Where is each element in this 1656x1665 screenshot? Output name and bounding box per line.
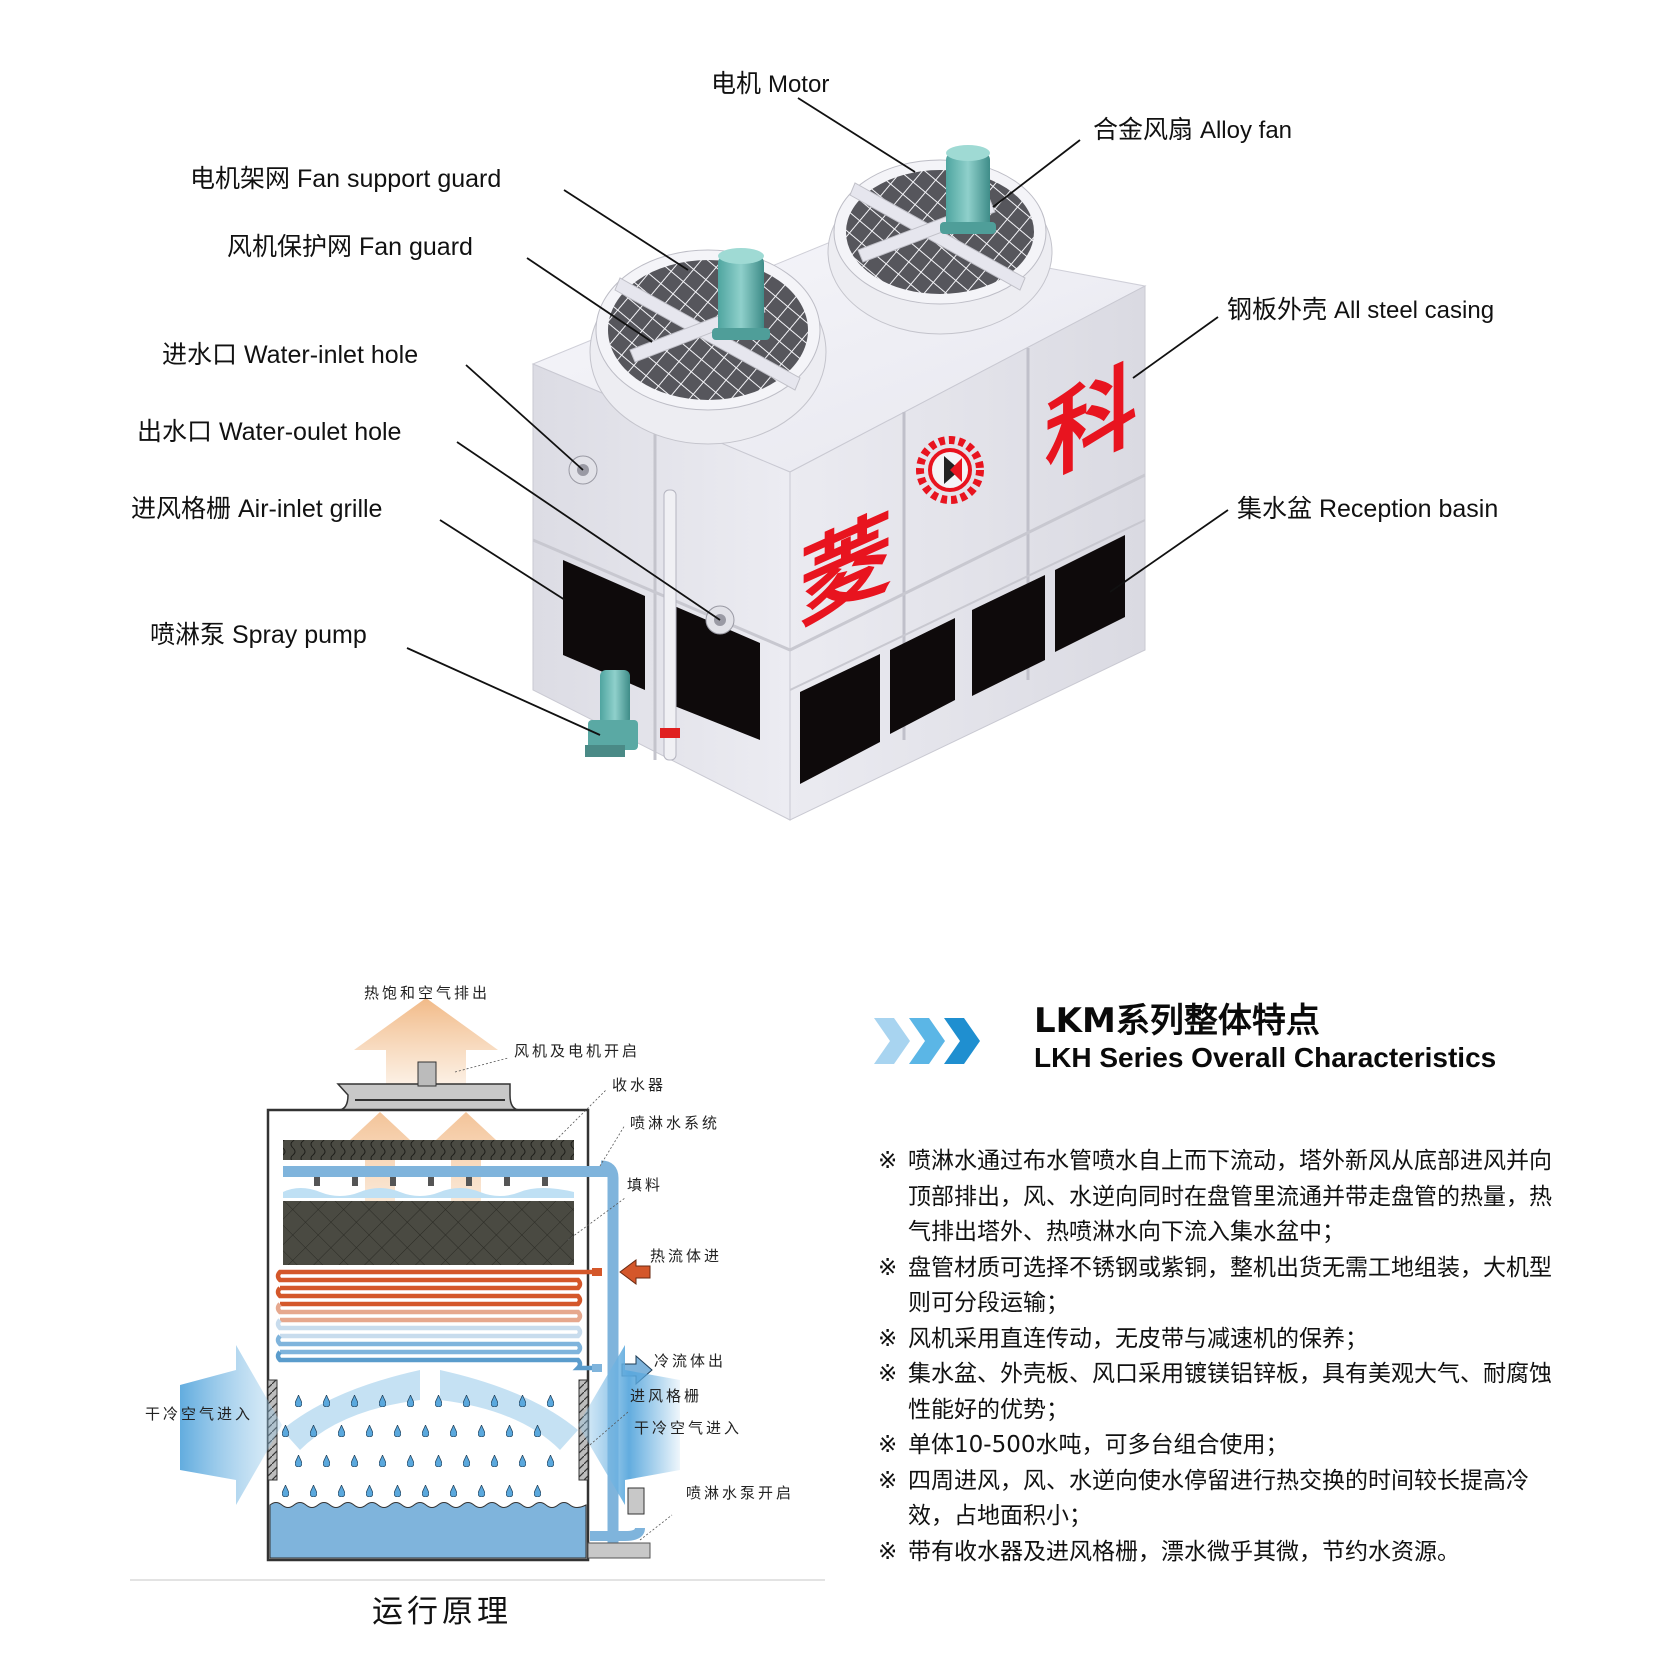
feature-text: 集水盆、外壳板、风口采用镀镁铝锌板，具有美观大气、耐腐蚀性能好的优势； — [908, 1361, 1552, 1423]
callout-steel-casing-cn: 钢板外壳 — [1227, 296, 1328, 324]
callout-fan-support-guard-cn: 电机架网 — [190, 165, 291, 193]
label-hot-fluid-in: 热流体进 — [650, 1247, 723, 1265]
callout-water-outlet-cn: 出水口 — [137, 418, 213, 446]
feature-item: ※ 风机采用直连传动，无皮带与减速机的保养； — [878, 1322, 1558, 1358]
callout-alloy-fan: 合金风扇 Alloy fan — [1093, 118, 1292, 143]
callout-water-inlet-cn: 进水口 — [162, 341, 238, 369]
reference-mark-icon: ※ — [878, 1538, 898, 1565]
callout-alloy-fan-cn: 合金风扇 — [1093, 116, 1194, 144]
label-cold-fluid-out: 冷流体出 — [654, 1352, 727, 1370]
callout-air-inlet-grille: 进风格栅 Air-inlet grille — [131, 497, 382, 522]
operating-principle-schematic: 热饱和空气排出 风机及电机开启 收水器 喷淋水系统 填料 热流体进 冷流体出 进… — [0, 900, 830, 1665]
feature-item: ※ 集水盆、外壳板、风口采用镀镁铝锌板，具有美观大气、耐腐蚀性能好的优势； — [878, 1357, 1558, 1428]
reference-mark-icon: ※ — [878, 1467, 898, 1494]
callout-motor: 电机 Motor — [711, 72, 829, 97]
cooling-tower-illustration — [531, 145, 1147, 821]
callout-fan-guard: 风机保护网 Fan guard — [227, 235, 473, 260]
feature-item: ※ 单体10-500水吨，可多台组合使用； — [878, 1428, 1558, 1464]
label-pump-on: 喷淋水泵开启 — [686, 1484, 795, 1502]
label-air-grille: 进风格栅 — [630, 1387, 703, 1405]
callout-steel-casing-en: All steel casing — [1333, 297, 1495, 324]
label-fill: 填料 — [627, 1176, 664, 1194]
callout-water-outlet: 出水口 Water-oulet hole — [137, 420, 401, 445]
callout-steel-casing: 钢板外壳 All steel casing — [1227, 298, 1494, 323]
brand-logo-icon — [916, 436, 984, 504]
chevron-arrows-icon — [874, 1018, 980, 1064]
caption-divider — [130, 1579, 825, 1581]
callout-fan-support-guard-en: Fan support guard — [296, 165, 502, 193]
exhaust-arrow-icon — [354, 998, 498, 1095]
callout-water-outlet-en: Water-oulet hole — [218, 418, 402, 446]
schematic-caption: 运行原理 — [372, 1594, 512, 1630]
feature-item: ※ 四周进风，风、水逆向使水停留进行热交换的时间较长提高冷效，占地面积小； — [878, 1464, 1558, 1535]
callout-fan-support-guard: 电机架网 Fan support guard — [190, 167, 501, 192]
feature-text: 盘管材质可选择不锈钢或紫铜，整机出货无需工地组装，大机型则可分段运输； — [908, 1254, 1552, 1317]
feature-text: 单体10-500水吨，可多台组合使用； — [908, 1432, 1289, 1458]
label-drift-eliminator: 收水器 — [612, 1076, 667, 1094]
label-fan-motor: 风机及电机开启 — [514, 1042, 641, 1060]
feature-text: 风机采用直连传动，无皮带与减速机的保养； — [908, 1325, 1368, 1352]
callout-alloy-fan-en: Alloy fan — [1199, 117, 1293, 144]
callout-motor-en: Motor — [767, 71, 830, 98]
feature-text: 喷淋水通过布水管喷水自上而下流动，塔外新风从底部进风并向顶部排出，风、水逆向同时… — [908, 1148, 1552, 1245]
feature-text: 带有收水器及进风格栅，漂水微乎其微，节约水资源。 — [908, 1538, 1460, 1565]
reference-mark-icon: ※ — [878, 1325, 898, 1352]
callout-spray-pump: 喷淋泵 Spray pump — [150, 623, 367, 648]
feature-item: ※ 盘管材质可选择不锈钢或紫铜，整机出货无需工地组装，大机型则可分段运输； — [878, 1251, 1558, 1322]
callout-water-inlet-en: Water-inlet hole — [243, 341, 419, 369]
reference-mark-icon: ※ — [878, 1254, 898, 1281]
callout-fan-guard-en: Fan guard — [358, 233, 473, 261]
callout-reception-basin-en: Reception basin — [1318, 495, 1499, 523]
feature-item: ※ 带有收水器及进风格栅，漂水微乎其微，节约水资源。 — [878, 1535, 1558, 1571]
features-title-cn: LKM系列整体特点 — [1034, 1001, 1320, 1041]
callout-air-inlet-grille-cn: 进风格栅 — [131, 495, 232, 523]
callout-air-inlet-grille-en: Air-inlet grille — [237, 495, 383, 523]
hot-fluid-arrow-icon — [619, 1259, 651, 1285]
label-dry-air-in-left: 干冷空气进入 — [145, 1405, 254, 1423]
cool-air-left-arrow-icon — [180, 1345, 282, 1505]
callout-motor-cn: 电机 — [711, 70, 762, 98]
feature-text: 四周进风，风、水逆向使水停留进行热交换的时间较长提高冷效，占地面积小； — [908, 1467, 1529, 1530]
product-render: 菱 科 电机 Motor 合金风扇 Alloy fan 电机架网 Fan sup… — [0, 0, 1656, 830]
callout-spray-pump-cn: 喷淋泵 — [150, 621, 226, 649]
cool-air-right-arrow-icon — [578, 1345, 680, 1505]
schematic-diagram — [180, 998, 680, 1562]
callout-reception-basin-cn: 集水盆 — [1237, 495, 1313, 523]
features-list: ※ 喷淋水通过布水管喷水自上而下流动，塔外新风从底部进风并向顶部排出，风、水逆向… — [878, 1144, 1558, 1570]
callout-water-inlet: 进水口 Water-inlet hole — [162, 343, 418, 368]
label-exhaust: 热饱和空气排出 — [364, 984, 491, 1002]
label-spray-system: 喷淋水系统 — [630, 1114, 721, 1132]
reference-mark-icon: ※ — [878, 1148, 898, 1174]
reference-mark-icon: ※ — [878, 1361, 898, 1387]
feature-item: ※ 喷淋水通过布水管喷水自上而下流动，塔外新风从底部进风并向顶部排出，风、水逆向… — [878, 1144, 1558, 1251]
callout-spray-pump-en: Spray pump — [231, 621, 367, 649]
callout-reception-basin: 集水盆 Reception basin — [1237, 497, 1498, 522]
label-dry-air-in-right: 干冷空气进入 — [634, 1419, 743, 1437]
features-title-en: LKH Series Overall Characteristics — [1034, 1042, 1497, 1073]
reference-mark-icon: ※ — [878, 1432, 898, 1458]
callout-fan-guard-cn: 风机保护网 — [227, 233, 353, 261]
